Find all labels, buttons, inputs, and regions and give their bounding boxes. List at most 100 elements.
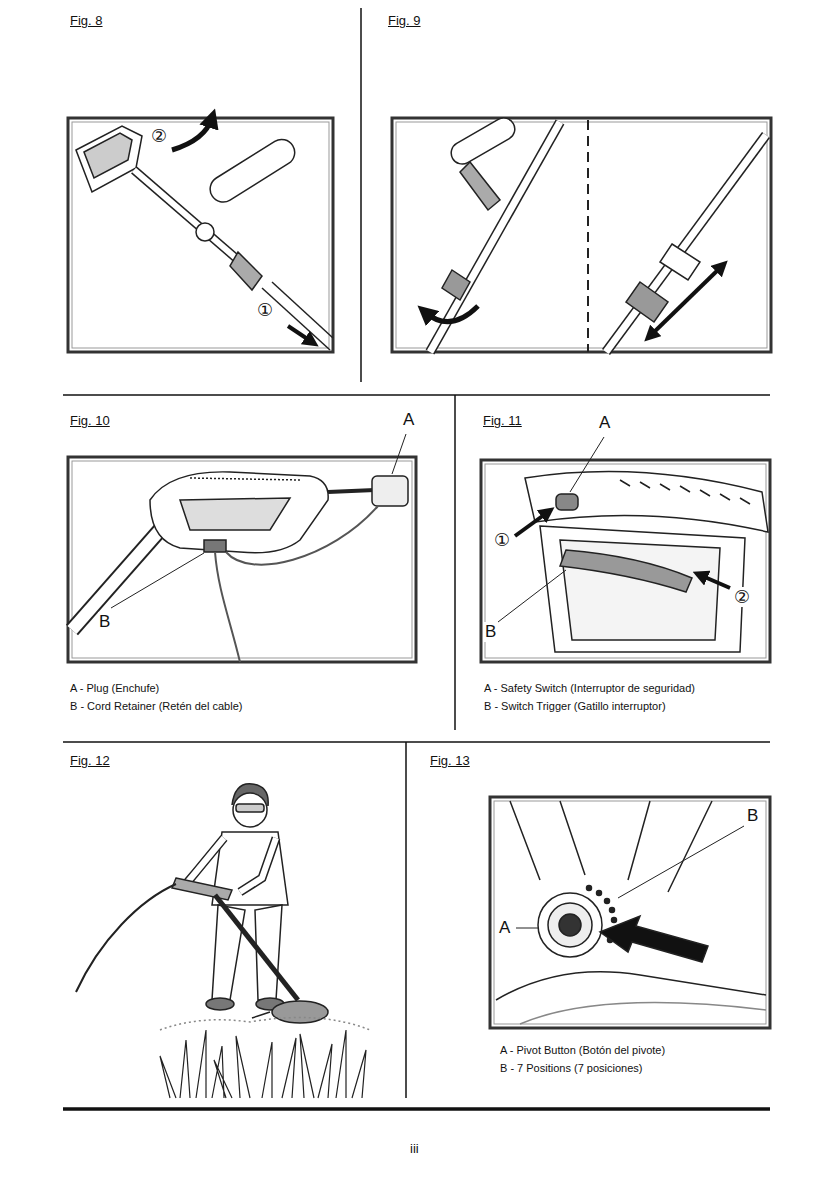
- figure-frame-part: [494, 801, 766, 1024]
- pivot-illustration-part: [520, 1003, 766, 1024]
- callout-number: ②: [733, 587, 751, 607]
- switch-illustration-part: [700, 575, 730, 588]
- shaft-adjust-illustration-part: [650, 266, 722, 336]
- cord-retainer-illustration-part: [72, 530, 160, 630]
- part-caption: A - Plug (Enchufe): [70, 682, 159, 695]
- figure-frame-part: [68, 457, 416, 662]
- shaft-adjust-illustration-part: [626, 282, 668, 322]
- trimmer-fold-illustration-part: [196, 223, 214, 241]
- switch-illustration-part: [540, 526, 745, 652]
- page-rules-part: [63, 394, 770, 396]
- switch-illustration-part: [498, 570, 566, 622]
- callout-number: ②: [150, 126, 168, 146]
- cord-retainer-illustration-part: [215, 552, 240, 662]
- shaft-adjust-illustration-part: [606, 135, 766, 352]
- pivot-illustration-part: [618, 826, 744, 898]
- part-letter: B: [746, 806, 759, 826]
- figure-frame-part: [490, 797, 770, 1028]
- operator-illustration-part: [233, 793, 267, 827]
- figure-title: Fig. 10: [70, 414, 110, 429]
- part-letter: B: [484, 622, 497, 642]
- trimmer-fold-illustration-part: [84, 133, 132, 178]
- page-rules-part: [360, 8, 362, 382]
- page-rules-part: [63, 1107, 770, 1111]
- pivot-illustration-part: [605, 899, 610, 904]
- cord-retainer-illustration-part: [226, 506, 378, 565]
- figure-title: Fig. 12: [70, 754, 110, 769]
- page-rules-part: [405, 742, 407, 1098]
- callout-number: ①: [493, 530, 511, 550]
- trimmer-fold-illustration-part: [76, 126, 142, 192]
- part-caption: B - Switch Trigger (Gatillo interruptor): [484, 700, 666, 713]
- pivot-illustration-part: [510, 801, 712, 892]
- operator-illustration-part: [240, 838, 276, 892]
- pivot-illustration-part: [516, 928, 538, 929]
- operator-illustration-part: [160, 1018, 370, 1031]
- operator-illustration-part: [186, 838, 224, 884]
- shaft-adjust-illustration: [425, 114, 766, 352]
- operator-illustration-part: [76, 884, 176, 992]
- part-caption: B - 7 Positions (7 posiciones): [500, 1062, 642, 1075]
- part-letter: A: [402, 410, 415, 430]
- shaft-adjust-illustration-part: [430, 122, 560, 352]
- operator-illustration-part: [252, 1012, 270, 1018]
- operator-illustration-part: [272, 1001, 328, 1023]
- part-letter: A: [498, 918, 511, 938]
- figure-frame: [68, 118, 771, 1028]
- callout-number: ①: [256, 300, 274, 320]
- pivot-illustration: [496, 801, 766, 1024]
- operator-illustration-part: [212, 905, 245, 1000]
- operator-illustration-part: [236, 804, 264, 812]
- figure-frame-part: [68, 118, 333, 352]
- shaft-adjust-illustration-part: [660, 244, 700, 280]
- cord-retainer-illustration-part: [392, 434, 406, 474]
- pivot-illustration-part: [612, 918, 617, 923]
- cord-retainer-illustration: [72, 434, 408, 662]
- cord-retainer-illustration-part: [150, 472, 328, 553]
- part-caption: A - Safety Switch (Interruptor de seguri…: [484, 682, 695, 695]
- pivot-illustration-part: [559, 914, 581, 936]
- pivot-illustration-part: [548, 903, 592, 947]
- trimmer-fold-illustration-part: [205, 135, 299, 207]
- pivot-illustration-part: [597, 891, 602, 896]
- trimmer-fold-illustration-part: [288, 326, 312, 342]
- page-rules-part: [454, 395, 456, 730]
- pivot-illustration-part: [587, 886, 592, 891]
- operator-illustration-part: [160, 1030, 366, 1098]
- trimmer-fold-illustration-part: [230, 252, 262, 290]
- switch-illustration: [498, 437, 768, 652]
- switch-illustration-part: [515, 512, 548, 536]
- figure-frame-part: [392, 118, 771, 352]
- shaft-adjust-illustration-part: [447, 114, 519, 168]
- operator-illustration-part: [240, 838, 276, 892]
- pivot-illustration-part: [538, 893, 602, 957]
- shaft-adjust-illustration-part: [442, 270, 470, 300]
- switch-illustration-part: [560, 540, 720, 640]
- switch-illustration-part: [525, 472, 768, 532]
- page-number: iii: [410, 1142, 419, 1157]
- shaft-adjust-illustration-part: [425, 306, 478, 322]
- cord-retainer-illustration-part: [72, 530, 160, 630]
- part-caption: A - Pivot Button (Botón del pivote): [500, 1044, 665, 1057]
- operator-illustration-part: [186, 838, 224, 884]
- figure-title: Fig. 9: [388, 14, 421, 29]
- part-caption: B - Cord Retainer (Retén del cable): [70, 700, 242, 713]
- operator-illustration-part: [172, 878, 232, 900]
- figure-frame-part: [481, 460, 770, 662]
- cord-retainer-illustration-part: [328, 490, 375, 492]
- cord-retainer-illustration-part: [111, 553, 204, 608]
- switch-illustration-part: [570, 437, 604, 492]
- shaft-adjust-illustration-part: [460, 162, 500, 210]
- page-rules-part: [63, 741, 770, 743]
- operator-illustration-part: [206, 998, 234, 1010]
- figure-title: Fig. 8: [70, 14, 103, 29]
- trimmer-fold-illustration-part: [172, 118, 212, 150]
- part-letter: A: [598, 413, 611, 433]
- figure-title: Fig. 13: [430, 754, 470, 769]
- figure-title: Fig. 11: [483, 414, 522, 429]
- cord-retainer-illustration-part: [372, 476, 408, 506]
- operator-illustration: [76, 784, 370, 1098]
- cord-retainer-illustration-part: [204, 540, 226, 552]
- pivot-illustration-part: [610, 908, 615, 913]
